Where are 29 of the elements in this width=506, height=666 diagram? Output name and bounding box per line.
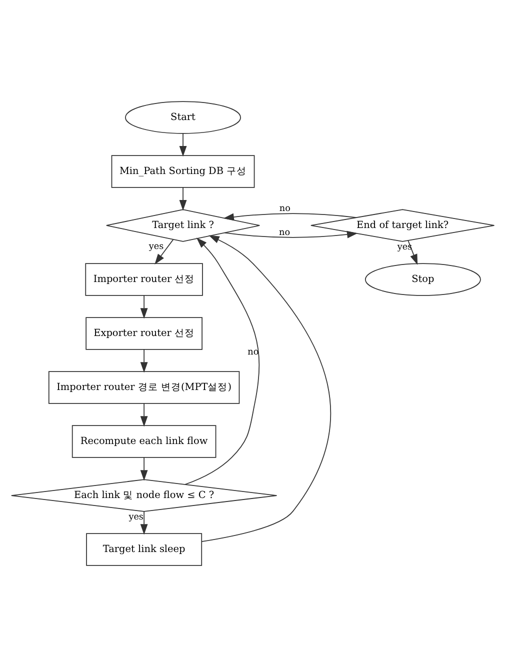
- arrow: [224, 230, 358, 238]
- node-diamond: End of target link?: [310, 208, 495, 242]
- arrow: [184, 237, 260, 484]
- node-box: Importer router 선정: [85, 262, 203, 296]
- arrow: [140, 402, 148, 426]
- node-box: Recompute each link flow: [72, 424, 216, 458]
- edge-label: no: [279, 227, 290, 238]
- node-box: Exporter router 선정: [86, 316, 202, 350]
- node-box: Min_Path Sorting DB 구성: [111, 154, 255, 188]
- arrow: [408, 240, 418, 264]
- edge-label: no: [279, 203, 290, 214]
- arrow: [179, 132, 187, 156]
- arrow: [140, 348, 148, 372]
- arrow: [179, 186, 187, 210]
- arrow: [140, 294, 148, 318]
- node-box: Target link sleep: [86, 532, 202, 566]
- edge-label: yes: [148, 241, 164, 252]
- node-ellipse: Start: [125, 100, 241, 134]
- arrow: [140, 510, 148, 534]
- edge-label: no: [248, 347, 259, 358]
- node-diamond: Target link ?: [106, 208, 260, 242]
- arrow: [201, 234, 331, 542]
- arrow: [154, 238, 174, 264]
- node-ellipse: Stop: [364, 262, 481, 296]
- arrow: [223, 212, 357, 220]
- arrow: [140, 456, 148, 480]
- edge-label: yes: [128, 512, 144, 522]
- node-box: Importer router 경로 변경(MPT설정): [48, 370, 240, 404]
- node-diamond: Each link 및 node flow ≤ C ?: [10, 478, 278, 512]
